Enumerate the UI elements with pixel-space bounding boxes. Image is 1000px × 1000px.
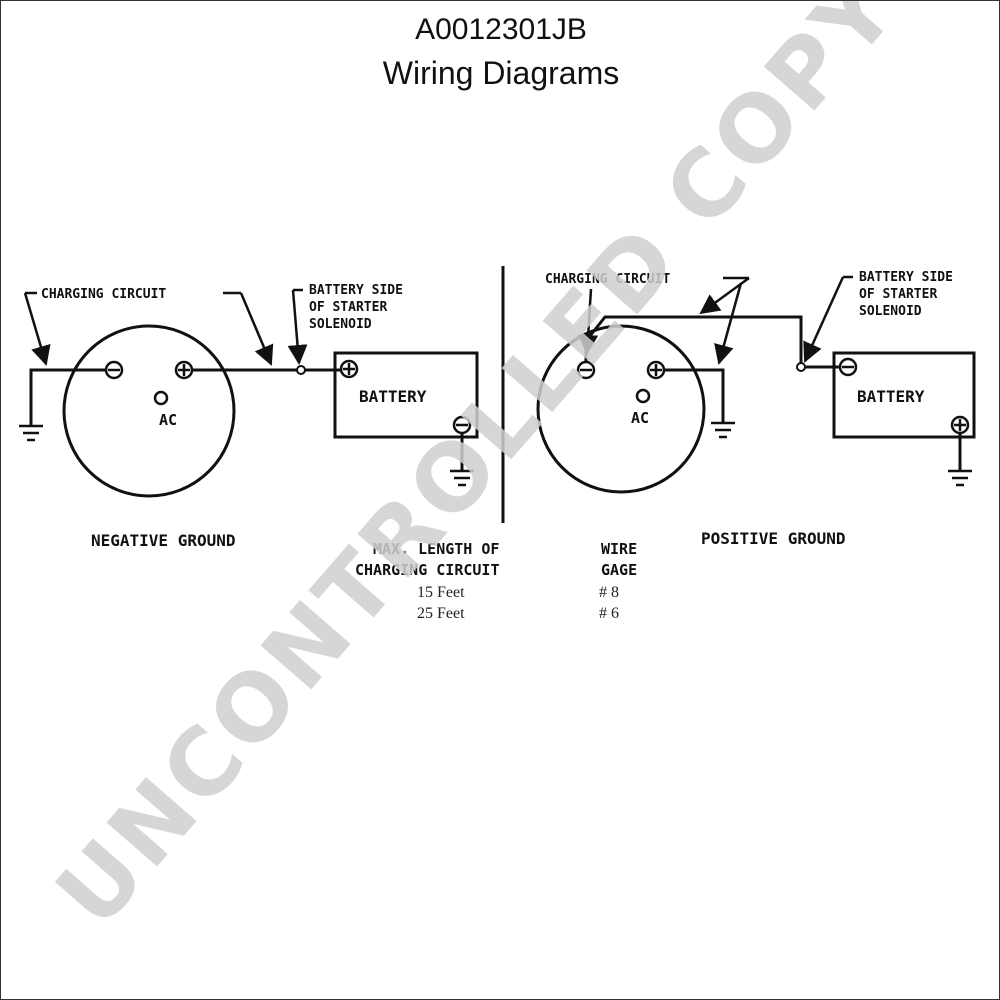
plus-terminal-icon: [174, 360, 194, 380]
solenoid-label-line-3: SOLENOID: [309, 317, 372, 332]
solenoid-label-line-2: OF STARTER: [309, 300, 387, 315]
alternator-circle: [62, 324, 236, 498]
battery-box: [832, 351, 976, 439]
page-title: Wiring Diagrams: [382, 55, 620, 91]
solenoid-junction: [796, 362, 806, 372]
solenoid-label-line-1: BATTERY SIDE: [859, 270, 953, 285]
table-cell-gage-2: # 6: [599, 605, 619, 622]
battery-ground-icon: [948, 469, 972, 487]
battery-ground-icon: [450, 469, 474, 487]
positive-ground-diagram: AC BATTERY: [536, 270, 976, 548]
ac-label: AC: [159, 411, 177, 429]
solenoid-label-line-3: SOLENOID: [859, 304, 922, 319]
minus-terminal-icon: [104, 360, 124, 380]
table-header-length-line-1: MAX. LENGTH OF: [373, 540, 499, 558]
solenoid-junction: [296, 365, 306, 375]
battery-label: BATTERY: [857, 387, 925, 406]
table-header-gage-line-2: GAGE: [601, 561, 637, 579]
watermark: UNCONTROLLED COPY: [36, 1, 919, 947]
positive-ground-caption: POSITIVE GROUND: [701, 529, 846, 548]
battery-label: BATTERY: [359, 387, 427, 406]
solenoid-label-line-1: BATTERY SIDE: [309, 283, 403, 298]
charging-circuit-label: CHARGING CIRCUIT: [41, 287, 166, 302]
negative-ground-caption: NEGATIVE GROUND: [91, 531, 236, 550]
table-cell-gage-1: # 8: [599, 584, 619, 601]
ground-icon: [711, 421, 735, 439]
battery-plus-terminal-icon: [950, 415, 970, 435]
table-header-length-line-2: CHARGING CIRCUIT: [355, 561, 500, 579]
ac-label: AC: [631, 409, 649, 427]
plus-terminal-icon: [646, 360, 666, 380]
ground-icon: [19, 424, 43, 442]
ac-terminal-icon: [635, 388, 651, 404]
wire-length-table: MAX. LENGTH OF CHARGING CIRCUIT WIRE GAG…: [355, 540, 637, 622]
battery-box: [333, 351, 479, 439]
table-cell-length-2: 25 Feet: [417, 605, 465, 622]
document-code: A0012301JB: [415, 13, 587, 46]
table-header-gage-line-1: WIRE: [601, 540, 637, 558]
negative-ground-diagram: AC BATTERY: [19, 283, 479, 550]
ac-terminal-icon: [153, 390, 169, 406]
battery-plus-terminal-icon: [339, 359, 359, 379]
battery-minus-terminal-icon: [838, 357, 858, 377]
charging-circuit-label: CHARGING CIRCUIT: [545, 272, 670, 287]
solenoid-label-line-2: OF STARTER: [859, 287, 937, 302]
table-cell-length-1: 15 Feet: [417, 584, 465, 601]
alternator-circle: [536, 324, 706, 494]
